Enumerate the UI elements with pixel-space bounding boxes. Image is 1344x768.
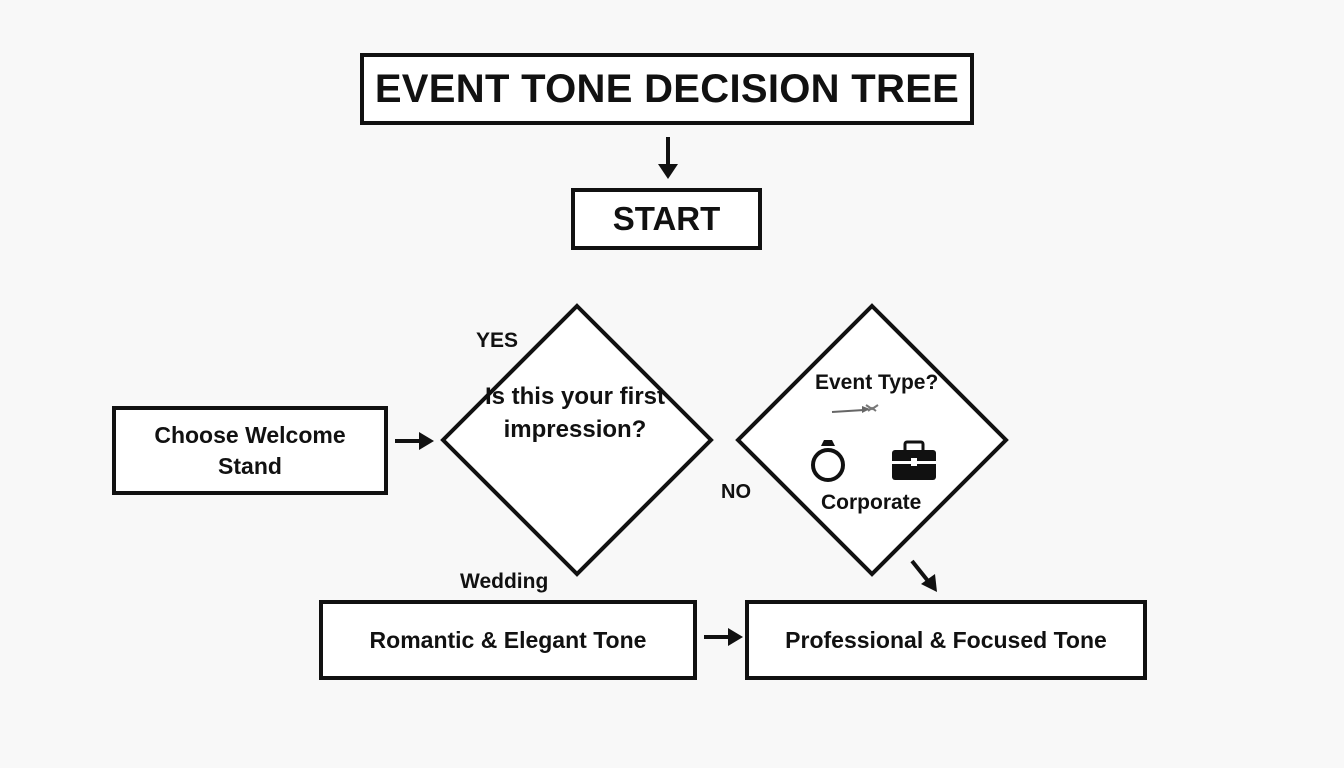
event-type-diamond bbox=[735, 303, 1009, 577]
diagram-title: EVENT TONE DECISION TREE bbox=[360, 53, 974, 125]
briefcase-icon bbox=[892, 440, 936, 480]
arrow-corporate-to-professional bbox=[910, 559, 937, 592]
corporate-label: Corporate bbox=[821, 491, 922, 514]
arrow-romantic-to-professional bbox=[704, 628, 743, 646]
welcome-stand-node: Choose Welcome Stand bbox=[112, 406, 388, 495]
romantic-tone-node: Romantic & Elegant Tone bbox=[319, 600, 697, 680]
event-type-small-arrow bbox=[831, 404, 879, 413]
arrow-title-to-start bbox=[658, 137, 678, 179]
start-node: START bbox=[571, 188, 762, 250]
no-label: NO bbox=[721, 481, 751, 503]
first-impression-question: Is this your first impression? bbox=[484, 383, 666, 443]
first-impression-diamond bbox=[440, 303, 714, 577]
ring-icon bbox=[811, 440, 845, 482]
wedding-label: Wedding bbox=[460, 570, 549, 593]
arrow-welcome-to-question bbox=[395, 432, 434, 450]
professional-tone-node: Professional & Focused Tone bbox=[745, 600, 1147, 680]
event-type-question: Event Type? bbox=[815, 371, 939, 394]
yes-label: YES bbox=[476, 329, 519, 352]
